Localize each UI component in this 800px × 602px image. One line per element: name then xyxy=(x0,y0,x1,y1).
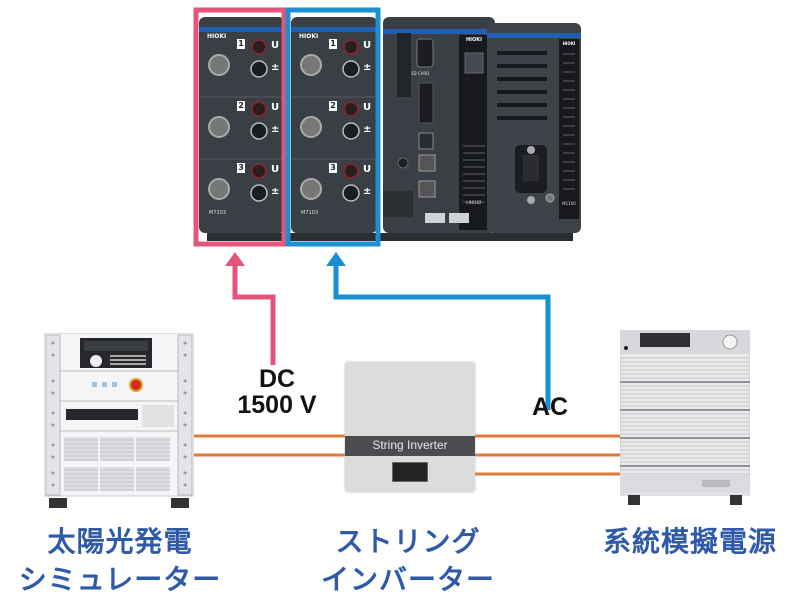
power-module-brand: HIOKI xyxy=(562,41,576,46)
dc-voltage-label: DC 1500 V xyxy=(222,365,332,419)
ac-module-brand: HIOKI xyxy=(299,33,319,40)
data-logger-brand: HIOKI xyxy=(465,37,483,43)
hioki-logger: HIOKI HIOKI LR8102 M1100 SD CARD HIOKI M… xyxy=(197,5,583,245)
terminal-label: U xyxy=(363,164,372,175)
solar-simulator-label: 太陽光発電 シミュレーター xyxy=(0,523,240,599)
terminal-label: ± xyxy=(271,124,280,135)
terminal-label: U xyxy=(271,102,280,113)
sensor-connector xyxy=(300,54,322,76)
inverter-display xyxy=(392,462,428,482)
channel-number: 3 xyxy=(330,163,336,172)
dc-label-line1: DC xyxy=(258,365,296,393)
voltage-terminal-common xyxy=(342,122,360,140)
ac-module-model: M7103 xyxy=(301,210,319,216)
string-inverter: String Inverter xyxy=(345,362,475,492)
terminal-label: U xyxy=(271,164,280,175)
channel-number: 2 xyxy=(238,101,244,110)
voltage-terminal-u xyxy=(343,101,359,117)
voltage-terminal-common xyxy=(342,184,360,202)
sensor-connector xyxy=(300,116,322,138)
terminal-label: ± xyxy=(271,186,280,197)
inverter-label-line1: ストリング xyxy=(335,525,481,558)
terminal-label: U xyxy=(363,40,372,51)
voltage-terminal-u xyxy=(251,39,267,55)
logger-graphic xyxy=(199,17,581,241)
grid-simulator-label-line1: 系統模擬電源 xyxy=(602,525,777,558)
dc-module-model: M7103 xyxy=(209,210,227,216)
terminal-label: ± xyxy=(363,124,372,135)
grid-simulator xyxy=(620,330,750,505)
terminal-label: U xyxy=(271,40,280,51)
voltage-terminal-u xyxy=(343,39,359,55)
voltage-terminal-u xyxy=(251,101,267,117)
solar-simulator-label-line1: 太陽光発電 xyxy=(47,525,193,558)
sd-card-label: SD CARD xyxy=(411,71,430,76)
voltage-terminal-common xyxy=(250,60,268,78)
solar-simulator-label-line2: シミュレーター xyxy=(18,563,222,596)
voltage-terminal-common xyxy=(250,184,268,202)
terminal-label: ± xyxy=(271,62,280,73)
voltage-terminal-u xyxy=(343,163,359,179)
sensor-connector xyxy=(300,178,322,200)
terminal-label: ± xyxy=(363,186,372,197)
channel-number: 2 xyxy=(330,101,336,110)
ac-label: AC xyxy=(531,393,569,421)
ac-arrow-head xyxy=(326,252,346,266)
sensor-connector xyxy=(208,116,230,138)
dc-arrow-line xyxy=(232,262,276,365)
dc-label-line2: 1500 V xyxy=(237,390,317,419)
inverter-nameplate xyxy=(345,436,475,456)
channel-number: 3 xyxy=(238,163,244,172)
inverter-panel-text: String Inverter xyxy=(372,438,448,452)
solar-simulator xyxy=(44,333,194,508)
voltage-terminal-u xyxy=(251,163,267,179)
voltage-terminal-common xyxy=(250,122,268,140)
grid-simulator-label: 系統模擬電源 xyxy=(590,523,790,561)
terminal-label: U xyxy=(363,102,372,113)
sensor-connector xyxy=(208,54,230,76)
inverter-label-line2: インバーター xyxy=(320,563,495,596)
inverter-label: ストリング インバーター xyxy=(298,523,518,599)
channel-number: 1 xyxy=(238,39,244,48)
voltage-terminal-common xyxy=(342,60,360,78)
terminal-label: ± xyxy=(363,62,372,73)
data-logger-model: LR8102 xyxy=(466,200,482,205)
grid-simulator-graphic xyxy=(620,330,750,505)
sensor-connector xyxy=(208,178,230,200)
channel-number: 1 xyxy=(330,39,336,48)
dc-arrow-head xyxy=(225,252,245,266)
solar-simulator-graphic xyxy=(44,333,194,508)
dc-module-brand: HIOKI xyxy=(207,33,227,40)
power-module-model: M1100 xyxy=(562,201,576,206)
